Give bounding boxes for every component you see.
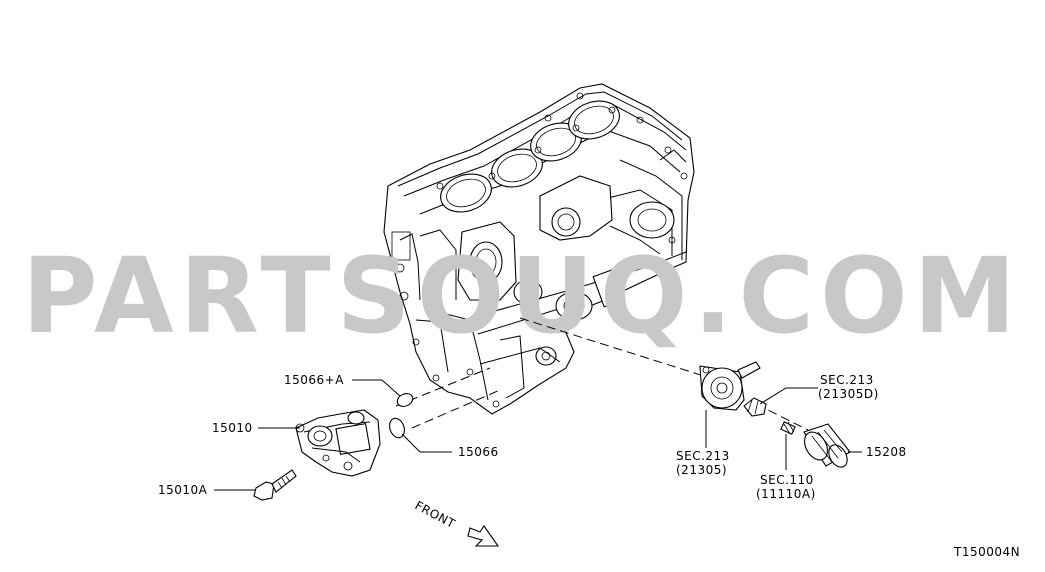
front-arrow-group: FRONT: [413, 498, 500, 547]
o-ring-15066a: [396, 393, 414, 407]
front-arrow-icon: [467, 525, 500, 547]
diagram-code: T150004N: [953, 545, 1020, 559]
oil-filter: [803, 423, 851, 468]
label-15066a: 15066+A: [284, 373, 344, 387]
label-sec110: SEC.110: [760, 473, 814, 487]
bolt: [253, 469, 297, 501]
front-label: FRONT: [413, 498, 458, 531]
connector: [743, 397, 767, 417]
label-15010a: 15010A: [158, 483, 208, 497]
oil-cooler: [699, 361, 761, 411]
label-15066: 15066: [458, 445, 499, 459]
engine-block: [383, 83, 695, 415]
stud: [780, 421, 796, 435]
oil-pump: [295, 409, 381, 477]
callouts: 15066+A 15010 15010A 15066 SEC.213 (2130…: [158, 373, 1020, 559]
label-15208: 15208: [866, 445, 907, 459]
label-sec110-ref: (11110A): [756, 487, 816, 501]
label-sec213-top: SEC.213: [820, 373, 874, 387]
leader-lines: [214, 379, 862, 491]
o-ring-15066: [389, 417, 405, 439]
label-sec213-top-ref: (21305D): [818, 387, 879, 401]
watermark: PARTSOUQ.COM: [22, 235, 1022, 357]
label-sec213-bottom-ref: (21305): [676, 463, 727, 477]
label-sec213-bottom: SEC.213: [676, 449, 730, 463]
label-15010: 15010: [212, 421, 253, 435]
